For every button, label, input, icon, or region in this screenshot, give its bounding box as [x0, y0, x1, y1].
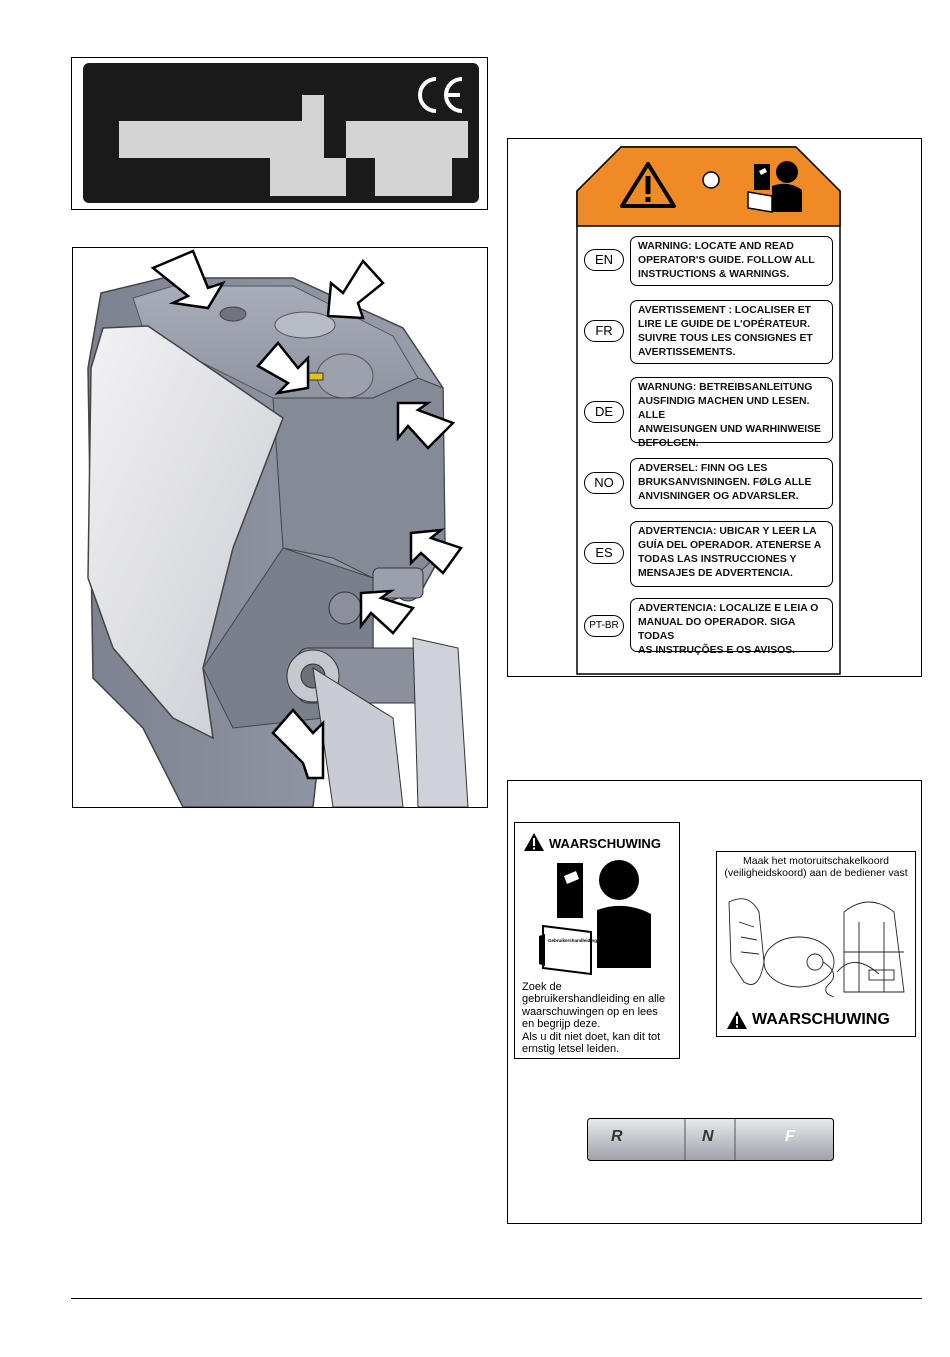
outboard-engine-figure	[72, 247, 488, 808]
shift-forward-label: F	[785, 1128, 795, 1145]
arrow-callout-icon	[150, 249, 464, 780]
read-manual-icon	[539, 860, 651, 976]
warning-text-fr: AVERTISSEMENT : LOCALISER ET LIRE LE GUI…	[630, 300, 833, 364]
lanyard-decal: Maak het motoruitschakelkoord (veilighei…	[716, 851, 916, 1037]
language-code-no: NO	[584, 472, 624, 494]
language-code-pt-br: PT-BR	[584, 615, 624, 637]
ce-mark	[418, 77, 463, 113]
ce-label-figure: CE	[71, 57, 488, 210]
lanyard-decal-caption: Maak het motoruitschakelkoord (veilighei…	[724, 855, 908, 879]
shift-position-decal: R N F	[587, 1118, 834, 1161]
warning-text-en: WARNING: LOCATE AND READ OPERATOR'S GUID…	[630, 236, 833, 286]
lanyard-decal-heading: WAARSCHUWING	[752, 1011, 890, 1028]
transom-bracket	[286, 567, 469, 807]
ce-label: CE	[72, 58, 479, 203]
read-manual-icon	[747, 161, 802, 213]
warning-triangle-icon	[620, 162, 676, 208]
read-manual-decal: WAARSCHUWING Gebruikershandleiding Zoek …	[514, 822, 680, 1059]
manual-decal-body: Zoek de gebruikershandleiding en alle wa…	[522, 981, 666, 1056]
ce-mark-text: CE	[72, 58, 74, 59]
manual-book-title: Gebruikershandleiding	[548, 938, 598, 943]
language-code-de: DE	[584, 401, 624, 423]
warning-tag	[576, 146, 841, 675]
warning-text-pt-br: ADVERTENCIA: LOCALIZE E LEIA O MANUAL DO…	[630, 598, 833, 656]
warning-triangle-icon	[524, 833, 544, 851]
language-code-es: ES	[584, 542, 624, 564]
shift-neutral-label: N	[702, 1128, 714, 1145]
warning-text-no: ADVERSEL: FINN OG LES BRUKSANVISNINGEN. …	[630, 458, 833, 509]
warning-text-de: WARNUNG: BETREIBSANLEITUNG AUSFINDIG MAC…	[630, 377, 833, 449]
language-code-fr: FR	[584, 320, 624, 342]
warning-text-es: ADVERTENCIA: UBICAR Y LEER LA GUÍA DEL O…	[630, 521, 833, 587]
language-code-en: EN	[584, 249, 624, 271]
warning-triangle-icon	[727, 1011, 747, 1029]
shift-reverse-label: R	[611, 1128, 623, 1145]
outboard-engine-illustration	[87, 249, 469, 807]
lanyard-illustration	[728, 898, 905, 998]
footer-rule	[71, 1298, 922, 1299]
manual-decal-heading: WAARSCHUWING	[549, 836, 661, 851]
